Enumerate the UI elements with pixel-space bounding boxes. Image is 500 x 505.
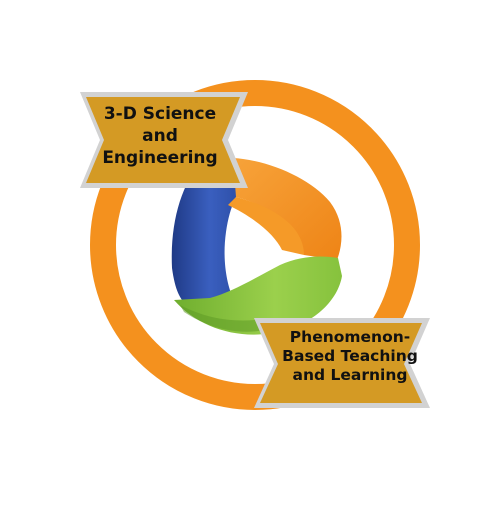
- green-band: [174, 256, 342, 335]
- label-line: Engineering: [102, 147, 218, 168]
- blue-band: [171, 160, 248, 306]
- outer-ring: [90, 80, 420, 410]
- banner-top-left: [80, 92, 248, 188]
- label-phenomenon-based: Phenomenon- Based Teaching and Learning: [276, 328, 424, 385]
- label-line: and Learning: [292, 365, 408, 384]
- orange-band: [233, 158, 342, 260]
- banner-bottom-right: [254, 318, 430, 408]
- label-line: and: [142, 125, 178, 146]
- label-line: Phenomenon-: [289, 328, 411, 346]
- orange-fold: [228, 197, 304, 255]
- label-line: Based Teaching: [282, 346, 418, 365]
- label-3d-science: 3-D Science and Engineering: [90, 104, 230, 169]
- label-line: 3-D Science: [103, 104, 217, 124]
- central-loop: [171, 158, 342, 335]
- green-shadow: [180, 305, 265, 332]
